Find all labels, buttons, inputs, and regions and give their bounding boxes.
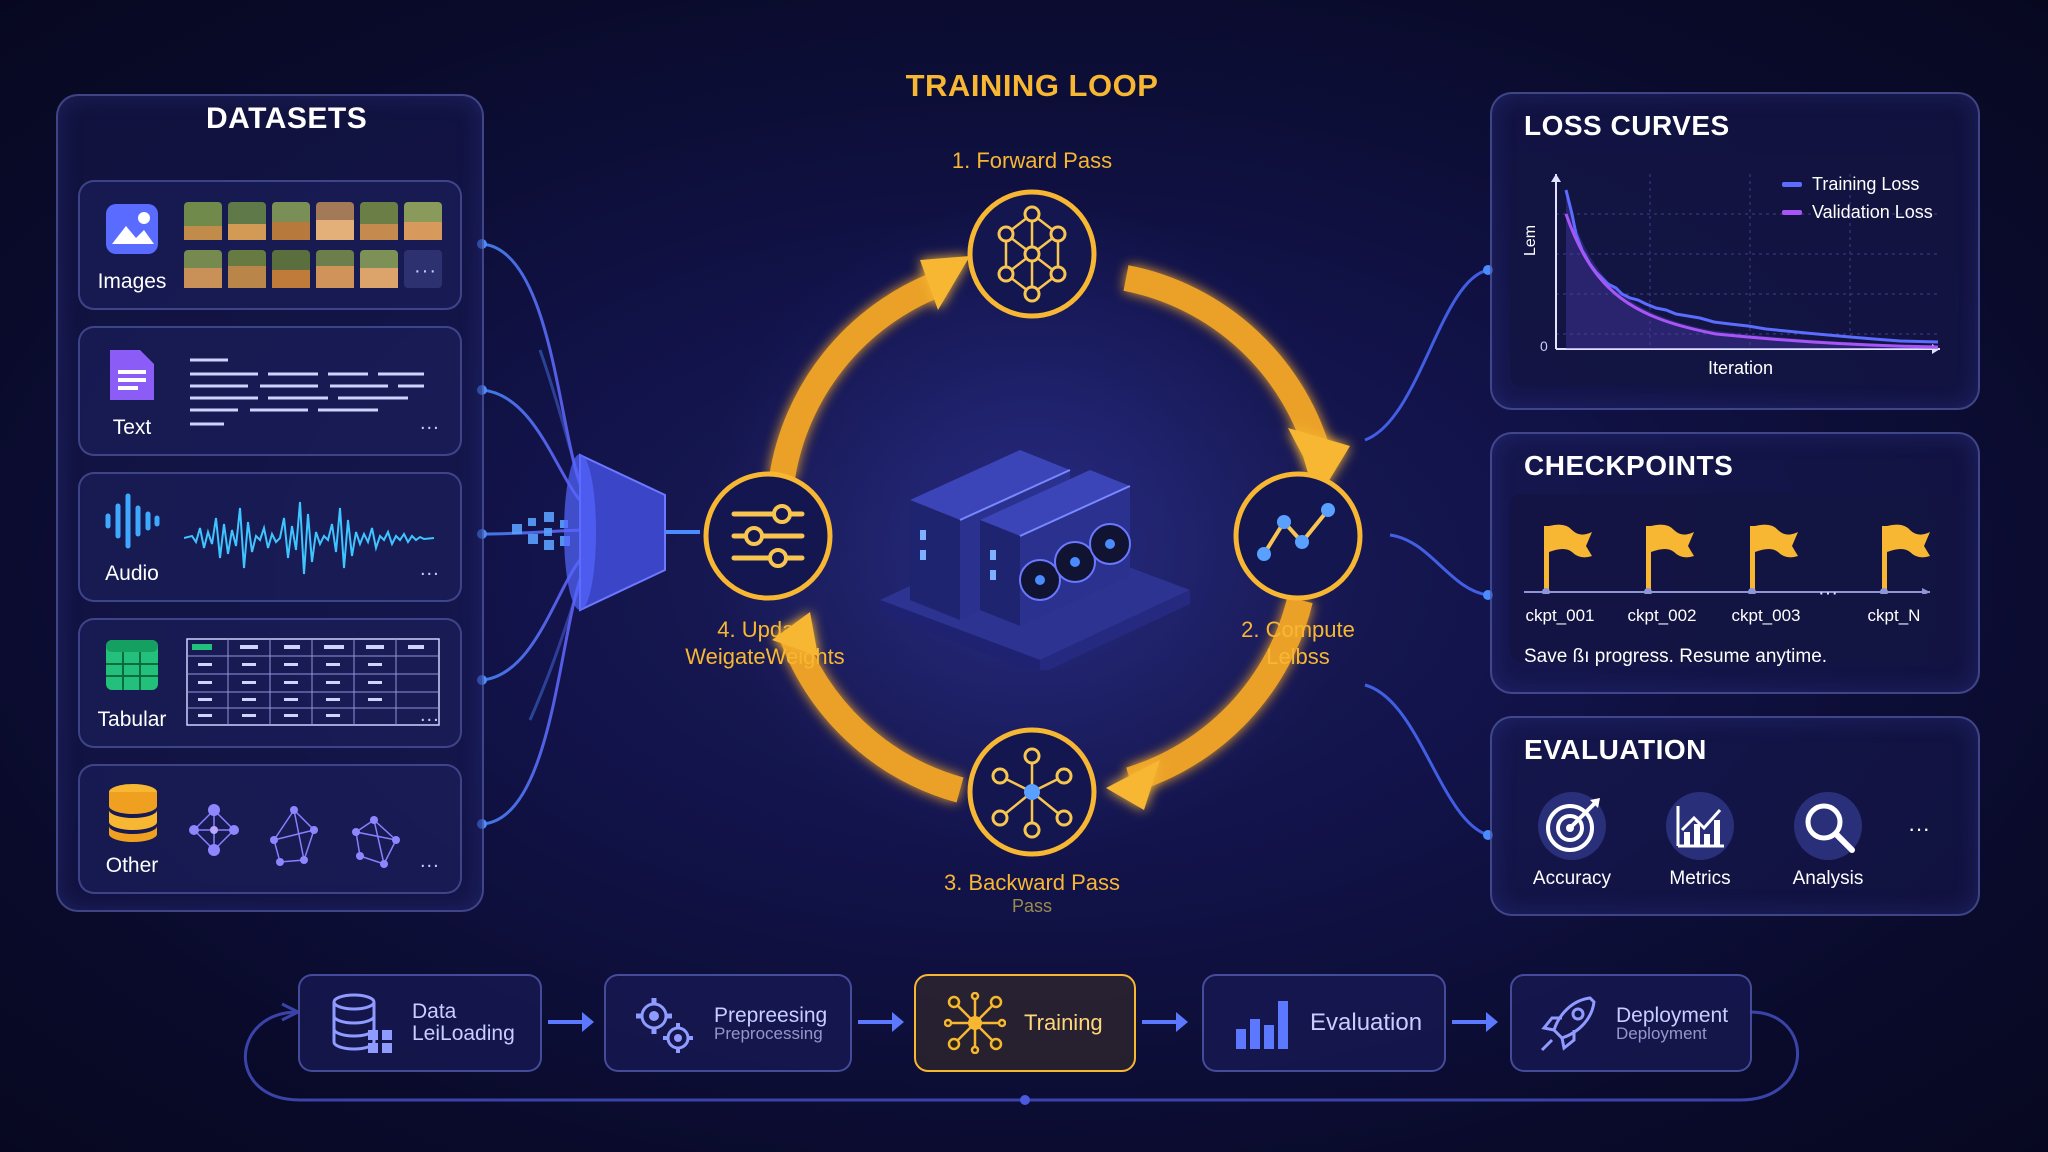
checkpoint-label: ckpt_N (1867, 606, 1921, 625)
compute-loss-label: 2. Compute Lelbss (1188, 616, 1408, 670)
audio-wave-icon (105, 493, 160, 549)
more-indicator: ... (420, 704, 440, 726)
dataset-label: Other (105, 854, 159, 877)
evaluation-item-label: Accuracy (1532, 868, 1612, 889)
backward-pass-label: 3. Backward Pass (943, 870, 1121, 895)
gpu-hardware-illustration (880, 450, 1190, 670)
compute-loss-line1: 2. Compute (1241, 617, 1355, 642)
training-loop-ring (769, 256, 1350, 810)
dataset-row-audio[interactable]: Audio ... (78, 472, 462, 602)
update-weights-node (703, 471, 833, 601)
image-icon (106, 204, 158, 254)
compute-loss-line2: Lelbss (1266, 644, 1330, 669)
stage-label-line1: Deployment (1616, 1004, 1729, 1027)
audio-waveform (184, 501, 435, 575)
stage-label: Prepreesing Preprocessing (714, 1004, 828, 1043)
checkpoints-caption: Save ßı progress. Resume anytime. (1524, 646, 1828, 667)
bar-chart-icon (1236, 1001, 1288, 1049)
stage-label-line2: Deployment (1616, 1024, 1707, 1043)
stage-label: Data LeiLoading (412, 1001, 515, 1045)
pipeline-stage-deployment[interactable]: Deployment Deployment (1510, 974, 1752, 1072)
loss-y-axis-label: Lem (1522, 224, 1539, 256)
pipeline-stage-training[interactable]: Training (914, 974, 1136, 1072)
loss-chart-area (1510, 154, 1958, 386)
legend-training-loss: Training Loss (1812, 174, 1920, 194)
graph-structures (189, 804, 400, 868)
image-thumbnails (184, 202, 442, 288)
data-table-preview (186, 638, 440, 726)
datasets-title: DATASETS (206, 102, 368, 135)
loss-curves-title: LOSS CURVES (1524, 110, 1730, 141)
checkpoint-ellipsis: ··· (1818, 582, 1838, 604)
magnifier-icon[interactable] (1792, 790, 1864, 862)
stage-label: Evaluation (1310, 1009, 1423, 1036)
more-indicator: ... (420, 412, 440, 434)
dataset-row-images[interactable]: Images ··· (78, 180, 462, 310)
evaluation-item-label: Metrics (1669, 868, 1731, 889)
dataset-row-text[interactable]: Text ... (78, 326, 462, 456)
loss-origin-label: 0 (1540, 338, 1548, 354)
dataset-label: Tabular (97, 708, 167, 731)
checkpoint-label: ckpt_002 (1627, 606, 1697, 625)
database-stack-icon (332, 993, 392, 1053)
checkpoints-title: CHECKPOINTS (1524, 450, 1734, 481)
database-icon (109, 784, 157, 842)
update-weights-label: 4. Update WeigateWeights (660, 616, 870, 670)
forward-pass-node (967, 189, 1097, 319)
update-weights-line2: WeigateWeights (685, 644, 845, 669)
loss-chart (1551, 174, 1940, 354)
forward-pass-label: 1. Forward Pass (951, 148, 1113, 173)
evaluation-more: ··· (1908, 816, 1930, 841)
pipeline-stage-evaluation[interactable]: Evaluation (1202, 974, 1446, 1072)
gears-icon (636, 998, 693, 1053)
neural-network-icon (944, 992, 1006, 1054)
arrow-right-icon (858, 1012, 904, 1032)
dataset-label: Text (112, 416, 152, 439)
target-icon[interactable] (1536, 790, 1608, 862)
checkpoint-label: ckpt_001 (1525, 606, 1595, 625)
arrow-right-icon (1452, 1012, 1498, 1032)
backward-pass-echo: Pass (1011, 896, 1053, 916)
table-icon (106, 640, 158, 690)
evaluation-title: EVALUATION (1524, 734, 1707, 765)
dataset-row-tabular[interactable]: Tabular ... (78, 618, 462, 748)
compute-loss-node (1233, 471, 1363, 601)
training-loop-title: TRAINING LOOP (905, 68, 1159, 103)
evaluation-item-label: Analysis (1792, 868, 1864, 889)
loss-x-axis-label: Iteration (1708, 358, 1774, 378)
stage-label: Training (1024, 1010, 1103, 1035)
legend-validation-loss: Validation Loss (1812, 202, 1933, 222)
document-icon (110, 350, 154, 400)
backward-pass-node (967, 727, 1097, 857)
more-indicator: ... (420, 850, 440, 872)
stage-label-line2: LeiLoading (412, 1022, 515, 1045)
stage-label-line1: Prepreesing (714, 1004, 828, 1027)
more-indicator: ··· (414, 260, 437, 282)
stage-label-line1: Data (412, 1000, 457, 1023)
checkpoint-timeline (1524, 524, 1930, 594)
rocket-icon (1540, 996, 1596, 1052)
dataset-label: Images (97, 270, 167, 293)
text-lines (190, 358, 424, 426)
stage-label: Deployment Deployment (1616, 1004, 1729, 1043)
arrow-right-icon (548, 1012, 594, 1032)
update-weights-line1: 4. Update (717, 617, 813, 642)
metrics-chart-icon[interactable] (1664, 790, 1736, 862)
stage-label-line2: Preprocessing (714, 1024, 823, 1043)
pipeline-stage-data-loading[interactable]: Data LeiLoading (298, 974, 542, 1072)
checkpoint-label: ckpt_003 (1731, 606, 1801, 625)
dataset-row-other[interactable]: Other ... (78, 764, 462, 894)
more-indicator: ... (420, 558, 440, 580)
pipeline-stage-preprocessing[interactable]: Prepreesing Preprocessing (604, 974, 852, 1072)
arrow-right-icon (1142, 1012, 1188, 1032)
dataset-label: Audio (105, 562, 159, 585)
